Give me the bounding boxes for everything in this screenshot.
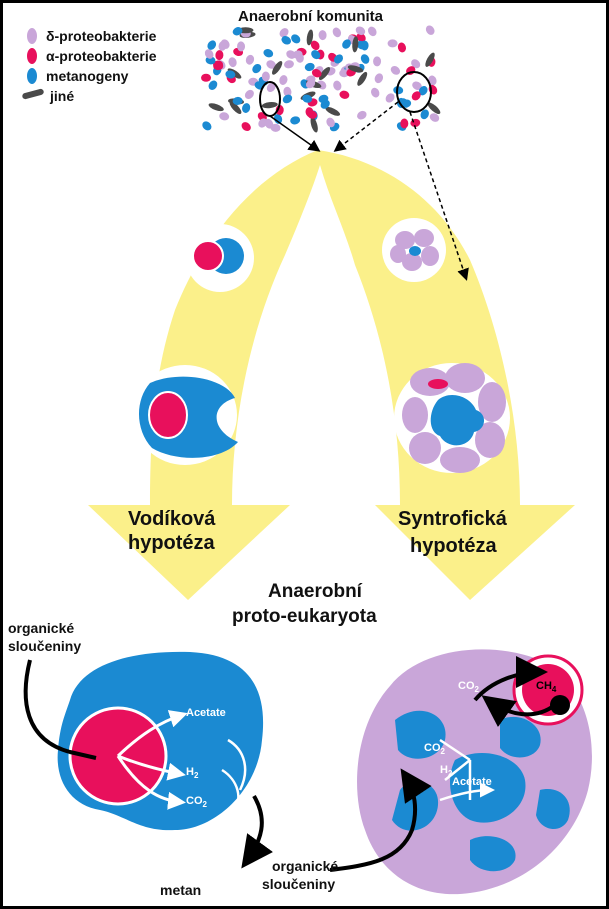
left-input-line1: organické	[8, 620, 74, 636]
left-output-label: metan	[160, 882, 201, 898]
left-stage1-alpha	[193, 241, 223, 271]
left-hypothesis-line2: hypotéza	[128, 532, 215, 555]
left-stage2-alpha	[149, 392, 187, 438]
center-label-line2: proto-eukaryota	[232, 606, 377, 628]
right-hypothesis-line2: hypotéza	[410, 535, 497, 558]
legend-label-methanogen: metanogeny	[46, 68, 128, 84]
community-title: Anaerobní komunita	[238, 8, 383, 25]
delta-proteobacteria-icon	[27, 28, 37, 44]
right-stage1-methanogen	[409, 246, 421, 256]
right-input-line1: organické	[272, 858, 338, 874]
left-acetate-label: Acetate	[186, 707, 226, 719]
legend-label-other: jiné	[50, 88, 74, 104]
right-hypothesis-line1: Syntrofická	[398, 508, 507, 531]
community-cell	[201, 74, 211, 82]
community-cell	[400, 118, 408, 128]
right-ch4-label: CH4	[536, 680, 556, 694]
right-h2-label: H2	[440, 764, 452, 778]
right-co2-top-label: CO2	[458, 680, 479, 694]
legend-label-alpha: α-proteobakterie	[46, 48, 157, 64]
methanogen-icon	[27, 68, 37, 84]
center-label-line1: Anaerobní	[268, 581, 362, 603]
right-input-line2: sloučeniny	[262, 876, 335, 892]
left-h2-label: H2	[186, 766, 198, 780]
left-hypothesis-line1: Vodíková	[128, 508, 215, 531]
alpha-proteobacteria-icon	[27, 48, 37, 64]
right-co2-mid-label: CO2	[424, 742, 445, 756]
legend-label-delta: δ-proteobakterie	[46, 28, 156, 44]
left-input-line2: sloučeniny	[8, 638, 81, 654]
right-acetate-label: Acetate	[452, 776, 492, 788]
community-cell	[388, 39, 398, 47]
left-co2-label: CO2	[186, 795, 207, 809]
right-stage2-alpha	[428, 379, 448, 389]
